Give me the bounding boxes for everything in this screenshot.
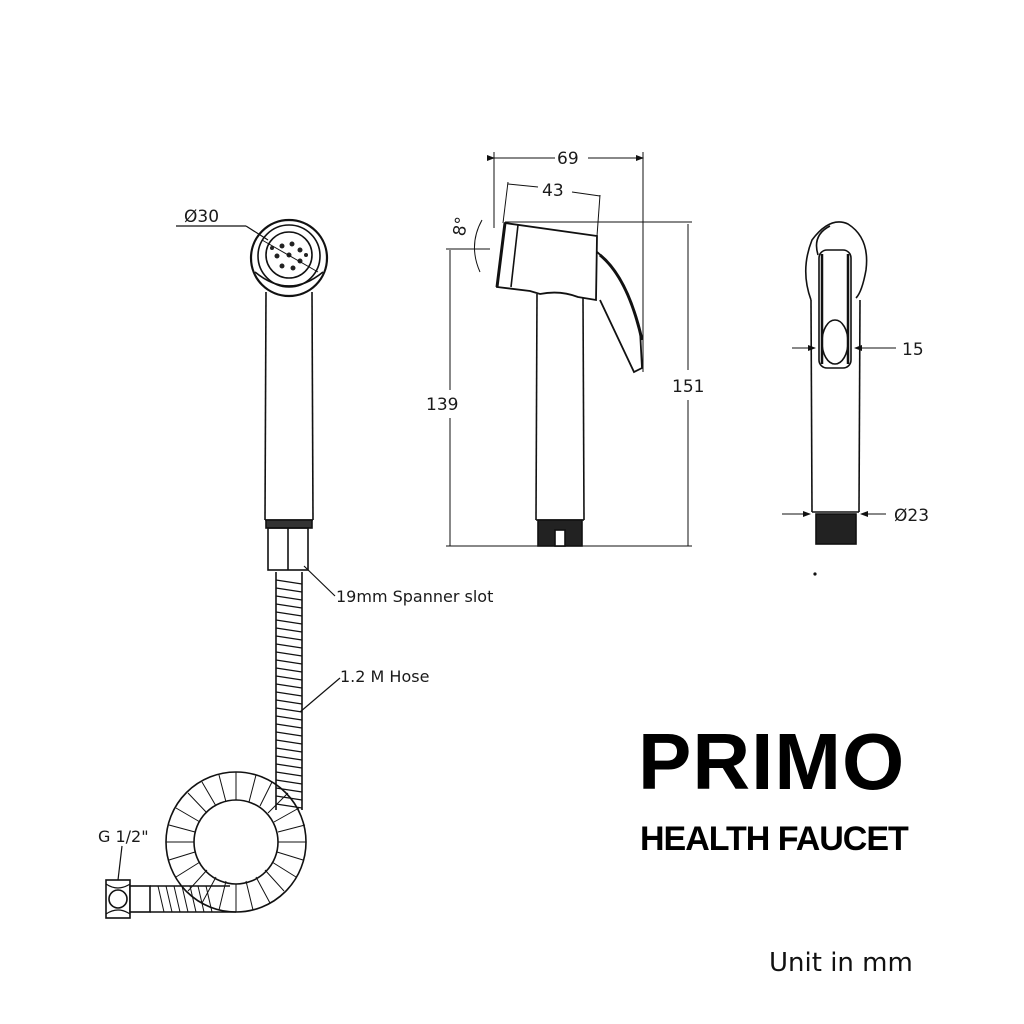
rear-view: [782, 221, 896, 576]
height-to-head-dim: 139: [426, 395, 458, 415]
unit-note: Unit in mm: [769, 948, 913, 978]
hose-loop-ribs: [166, 772, 306, 912]
overall-height-dim: 151: [672, 377, 704, 397]
trigger-width-dim: 15: [902, 340, 924, 360]
spanner-slot-label: 19mm Spanner slot: [336, 587, 493, 606]
base-diameter-dim: Ø23: [894, 506, 929, 526]
head-diameter-label: Ø30: [184, 207, 219, 227]
product-name: PRIMO: [638, 717, 906, 806]
head-length-dim: 43: [542, 181, 564, 201]
angle-dim: 8°: [450, 215, 473, 238]
front-view: [105, 218, 341, 919]
product-type: HEALTH FAUCET: [640, 820, 909, 858]
overall-width-dim: 69: [557, 149, 579, 169]
connector-label: G 1/2": [98, 827, 149, 846]
side-view: [446, 152, 692, 547]
hose-ribs: [275, 579, 303, 809]
hose-label: 1.2 M Hose: [340, 667, 429, 686]
